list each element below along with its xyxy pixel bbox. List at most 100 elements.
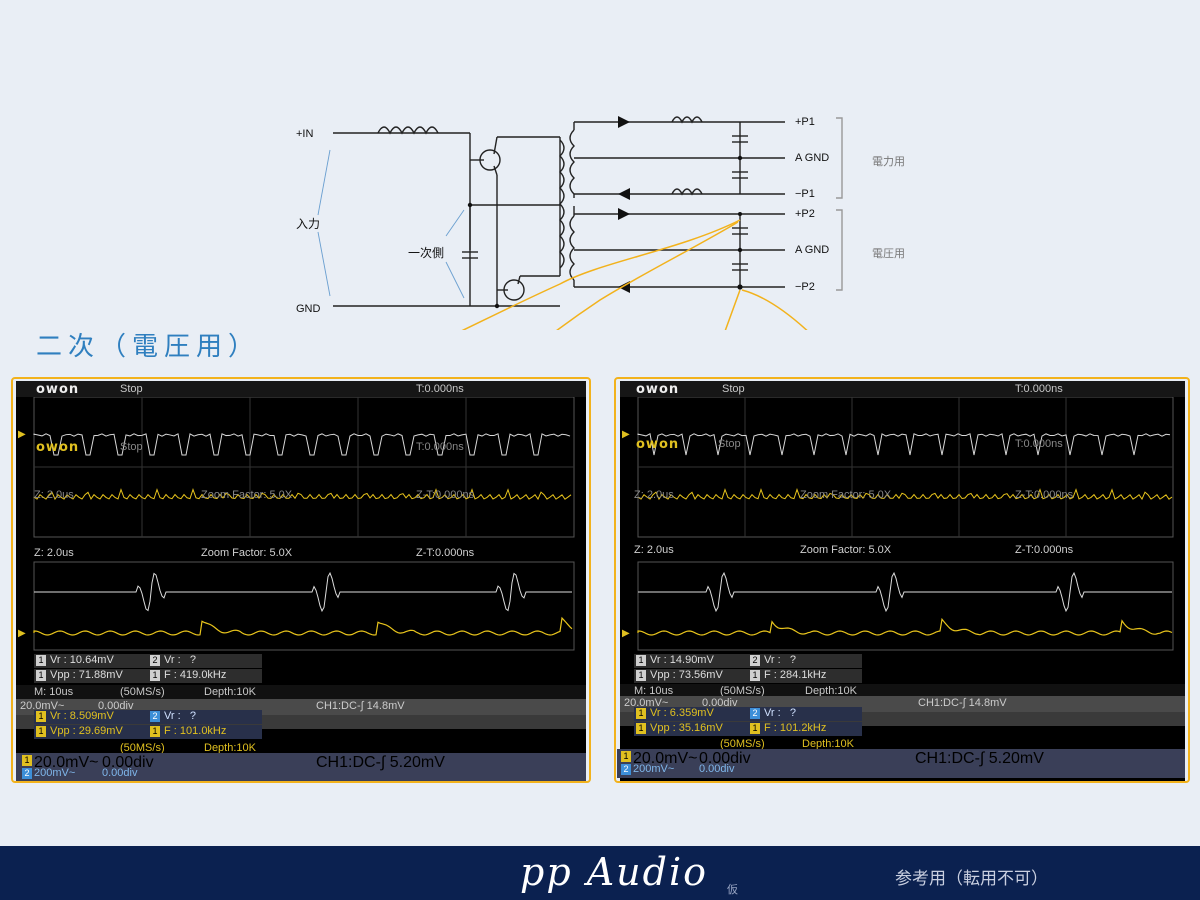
meas-value: 29.69mV [78,725,123,737]
memory-depth-lower: Depth:10K [802,738,854,750]
scope-top-bar: owon Stop T:0.000ns [16,381,586,397]
brand-logo-text: pp Audio [520,850,709,894]
overlay-zoom: Zoom Factor: 5.0X [201,489,293,501]
zoom-z: Z: 2.0us [34,547,74,559]
ch2-trace-main [33,433,571,456]
ch2-trace-zoom [34,571,572,613]
overlay-z: Z: 2.0us [34,489,74,501]
run-state: Stop [120,383,143,395]
memory-depth-lower: Depth:10K [204,742,256,754]
zoom-factor: Zoom Factor: 5.0X [800,544,892,556]
graticule-zoom [637,561,1174,651]
memory-depth: Depth:10K [805,685,857,697]
label-out-agnd1: A GND [795,152,830,164]
trigger-time-overlay: T:0.000ns [1015,438,1063,450]
ch2-position-lower: 0.00div [699,763,735,775]
power-supply-schematic [317,116,843,330]
owon-logo: owon [36,382,80,397]
label-out-m2: −P2 [795,281,815,293]
meas-value: 101.0kHz [179,725,227,737]
sample-rate: (50MS/s) [120,686,165,698]
ch1-position-lower: 0.00div [102,754,154,771]
run-state-overlay: Stop [120,441,143,453]
callout-frame-right [614,377,1190,783]
meas-value: ? [789,707,797,719]
trigger-time: T:0.000ns [1015,383,1063,395]
ch1-scale: 20.0mV~ [624,697,669,709]
label-out-p2: +P2 [795,208,815,220]
status-bar-upper: M: 10us (50MS/s) Depth:10K [16,685,586,701]
meas-value: ? [189,654,197,666]
label-group-voltage: 電圧用 [872,247,905,260]
overlay-zt: Z-T:0.000ns [1015,489,1074,501]
zoom-factor: Zoom Factor: 5.0X [201,547,293,559]
overlay-z: Z: 2.0us [634,489,674,501]
meas-value: 8.509mV [69,710,114,722]
overlay-bar: owon Stop T:0.000ns [16,439,586,455]
ch-marker: ▶ [622,429,630,440]
ch1-scale-lower: 20.0mV~ [34,754,99,771]
scope-screenshot-left: owon Stop T:0.000ns ▶ ▶ owon Stop T:0.000… [16,381,586,781]
trigger-info-lower: CH1:DC-∫ 5.20mV [915,750,1044,767]
trigger-time: T:0.000ns [416,383,464,395]
ch2-scale-lower: 200mV~ [34,767,76,779]
reference-note: 参考用（転用不可） [895,869,1048,889]
run-state: Stop [722,383,745,395]
label-out-m1: −P1 [795,188,815,200]
ch1-trace-zoom [637,617,1173,636]
meas-value: 14.90mV [669,654,714,666]
owon-logo-overlay: owon [36,440,80,455]
ch2-trace-main [637,433,1171,456]
overlay-zoom: Zoom Factor: 5.0X [800,489,892,501]
label-out-agnd2: A GND [795,244,830,256]
label-group-power: 電力用 [872,155,905,168]
scope-top-bar: owon Stop T:0.000ns [620,381,1185,397]
timebase: M: 10us [34,686,74,698]
channel-panel-left: 1 20.0mV~ 0.00div CH1:DC-∫ 5.20mV 2 200m… [16,753,586,781]
label-out-p1: +P1 [795,116,815,128]
sample-rate: (50MS/s) [720,685,765,697]
meas-value: 419.0kHz [179,669,227,681]
meas-value: ? [789,654,797,666]
meas-value: 35.16mV [678,722,723,734]
ch-marker: ▶ [18,628,26,639]
ch1-trace-main [637,488,1173,501]
zoom-z: Z: 2.0us [634,544,674,556]
ch2-scale-lower: 200mV~ [633,763,675,775]
label-gnd: GND [296,303,321,315]
overlay-bar: owon Stop T:0.000ns [620,436,1185,452]
label-input: 入力 [296,217,321,231]
label-in-plus: +IN [296,128,314,140]
zoom-zt: Z-T:0.000ns [416,547,475,559]
meas-value: 101.2kHz [779,722,827,734]
ch1-position: 0.00div [702,697,738,709]
graticule-zoom [33,561,575,651]
owon-logo-overlay: owon [636,437,680,452]
sample-rate-lower: (50MS/s) [120,742,165,754]
meas-value: 10.64mV [69,654,114,666]
ch2-position-lower: 0.00div [102,767,138,779]
ch1-scale: 20.0mV~ [20,700,65,712]
ch1-scale-lower: 20.0mV~ [633,750,698,767]
ch-marker: ▶ [18,429,26,440]
run-state-overlay: Stop [718,438,741,450]
section-title: 二次（電圧用） [36,332,261,362]
trigger-time-overlay: T:0.000ns [416,441,464,453]
ch-marker: ▶ [622,628,630,639]
ch1-position: 0.00div [98,700,134,712]
meas-value: 73.56mV [678,669,723,681]
meas-value: ? [189,710,197,722]
